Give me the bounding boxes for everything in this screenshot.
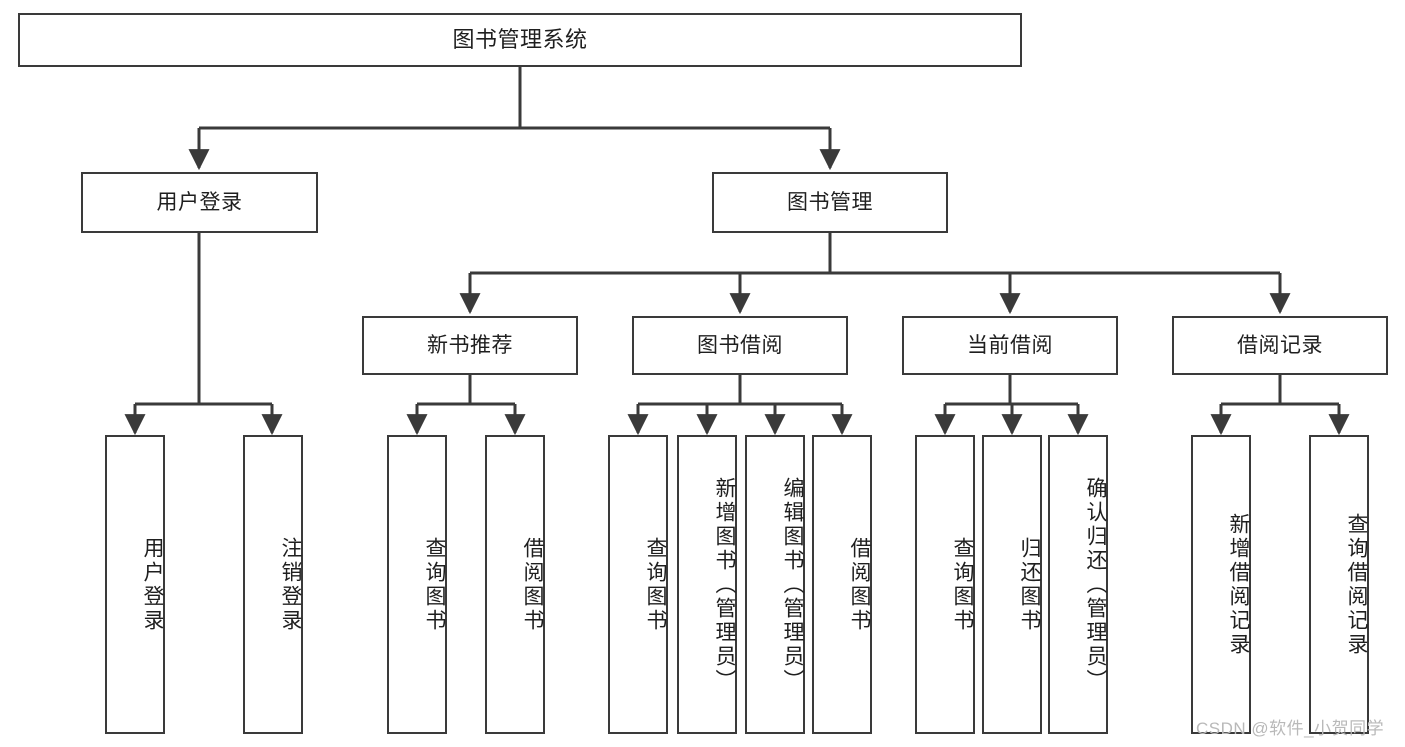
node-book-borrow-label: 图书借阅 — [697, 333, 783, 357]
leaf-current-borrow-query[interactable]: 查询图书 — [915, 435, 975, 734]
node-borrow-record[interactable]: 借阅记录 — [1172, 316, 1388, 375]
node-user-login[interactable]: 用户登录 — [81, 172, 318, 233]
leaf-current-borrow-return[interactable]: 归还图书 — [982, 435, 1042, 734]
node-current-borrow[interactable]: 当前借阅 — [902, 316, 1118, 375]
leaf-label: 确认归还（管理员） — [1084, 476, 1107, 693]
node-book-borrow[interactable]: 图书借阅 — [632, 316, 848, 375]
node-book-management-label: 图书管理 — [787, 190, 873, 214]
leaf-label: 新增借阅记录 — [1227, 512, 1250, 657]
node-current-borrow-label: 当前借阅 — [967, 333, 1053, 357]
leaf-book-borrow-query[interactable]: 查询图书 — [608, 435, 668, 734]
leaf-label: 新增图书（管理员） — [713, 476, 736, 693]
node-user-login-label: 用户登录 — [156, 190, 243, 214]
leaf-label: 用户登录 — [141, 536, 164, 633]
node-new-book-recommend-label: 新书推荐 — [427, 333, 513, 357]
leaf-current-borrow-confirm-return[interactable]: 确认归还（管理员） — [1048, 435, 1108, 734]
leaf-label: 查询借阅记录 — [1345, 512, 1368, 657]
leaf-label: 查询图书 — [423, 536, 446, 633]
csdn-watermark: CSDN @软件_小贺同学 — [1196, 719, 1385, 738]
leaf-label: 编辑图书（管理员） — [781, 476, 804, 693]
node-borrow-record-label: 借阅记录 — [1237, 333, 1323, 357]
leaf-label: 借阅图书 — [848, 536, 871, 633]
leaf-user-login-signin[interactable]: 用户登录 — [105, 435, 165, 734]
leaf-user-login-signout[interactable]: 注销登录 — [243, 435, 303, 734]
leaf-label: 借阅图书 — [521, 536, 544, 633]
leaf-book-borrow-add[interactable]: 新增图书（管理员） — [677, 435, 737, 734]
node-book-management[interactable]: 图书管理 — [712, 172, 948, 233]
leaf-book-borrow-lend[interactable]: 借阅图书 — [812, 435, 872, 734]
leaf-new-book-borrow[interactable]: 借阅图书 — [485, 435, 545, 734]
node-new-book-recommend[interactable]: 新书推荐 — [362, 316, 578, 375]
node-root-system[interactable]: 图书管理系统 — [18, 13, 1022, 67]
leaf-borrow-record-query[interactable]: 查询借阅记录 — [1309, 435, 1369, 734]
leaf-label: 归还图书 — [1018, 536, 1041, 633]
leaf-label: 查询图书 — [951, 536, 974, 633]
leaf-label: 查询图书 — [644, 536, 667, 633]
node-root-label: 图书管理系统 — [452, 26, 588, 52]
leaf-book-borrow-edit[interactable]: 编辑图书（管理员） — [745, 435, 805, 734]
leaf-label: 注销登录 — [279, 536, 302, 633]
leaf-borrow-record-add[interactable]: 新增借阅记录 — [1191, 435, 1251, 734]
leaf-new-book-query[interactable]: 查询图书 — [387, 435, 447, 734]
